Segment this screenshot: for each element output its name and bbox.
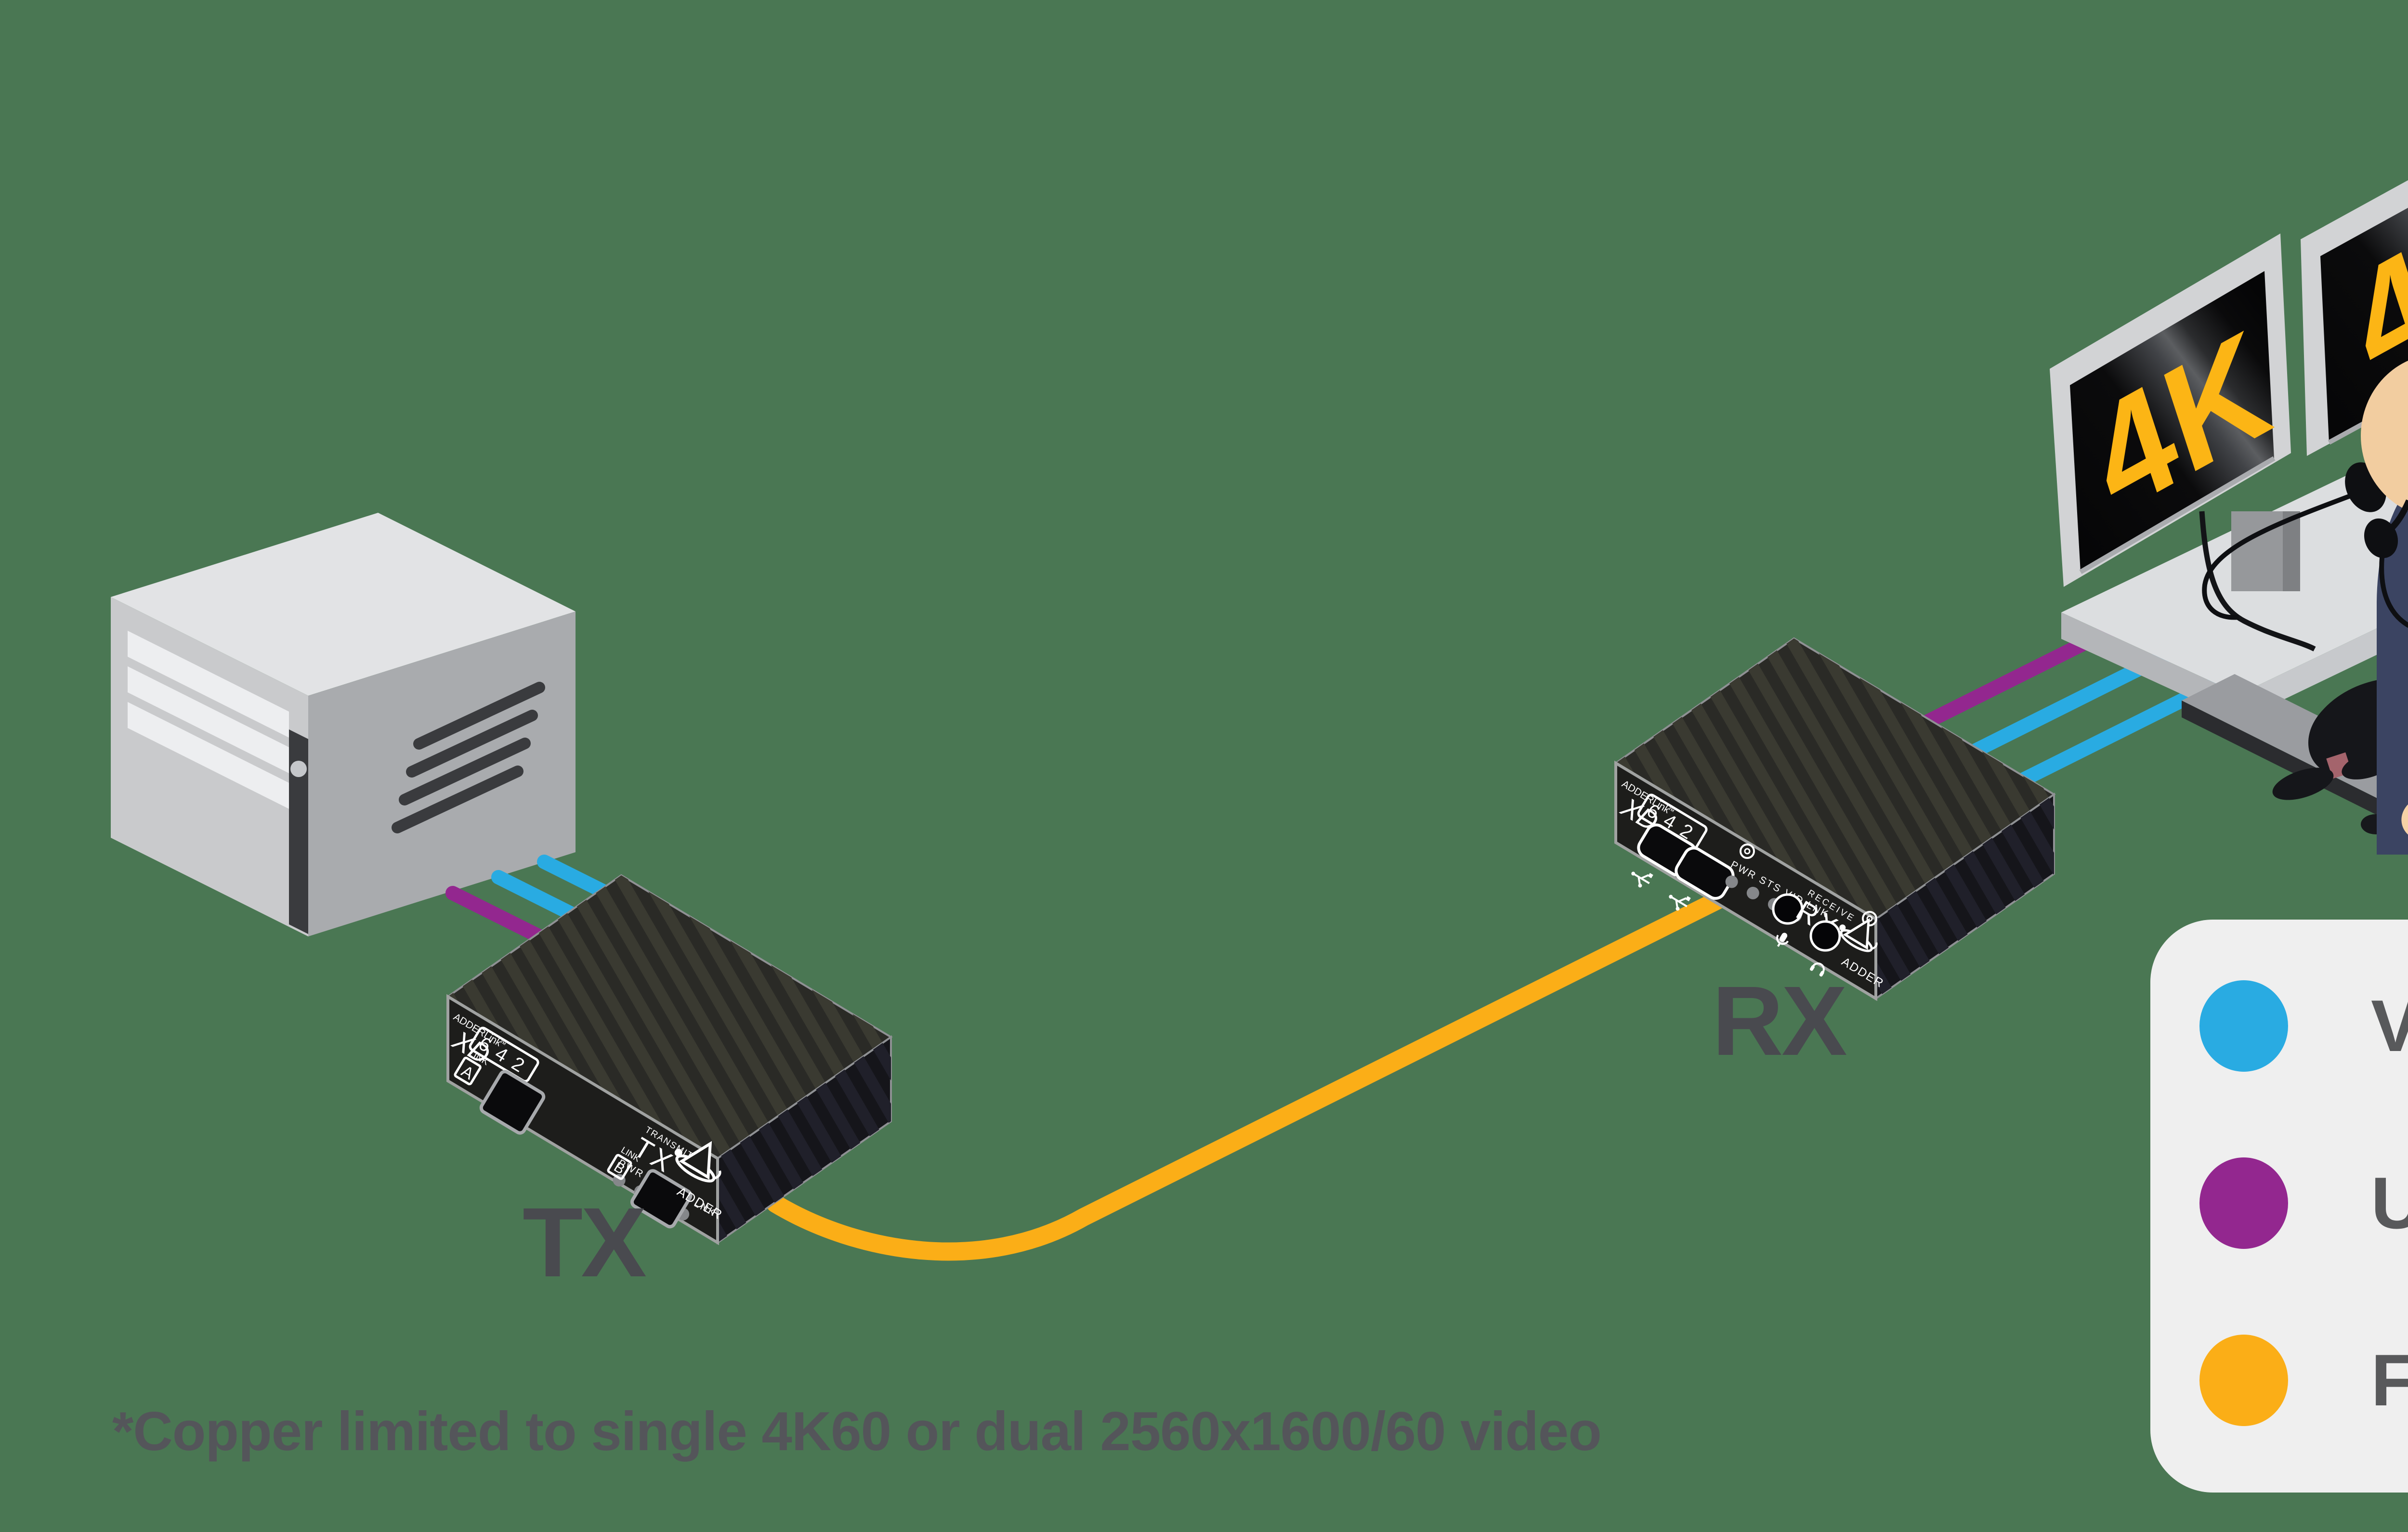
operator — [2272, 361, 2408, 855]
mic-icon — [1776, 933, 1789, 947]
tx-top-ribs — [448, 875, 891, 1158]
legend-label-video: Video — [2371, 985, 2408, 1067]
legend-panel: Video USB Fiber / Copper* — [2150, 920, 2408, 1493]
tower-top-face — [111, 513, 576, 696]
led-indicator — [1725, 875, 1738, 888]
tx-label: TX — [523, 1187, 647, 1298]
adder-logo — [1839, 918, 1878, 952]
tx-port-b — [630, 1169, 693, 1229]
usb-icon — [1631, 871, 1653, 888]
source-computer — [111, 513, 576, 936]
legend-row-fiber: Fiber / Copper* — [2199, 1335, 2408, 1426]
rx-side-ribs — [1876, 794, 2054, 999]
fiber-dot — [2199, 1335, 2288, 1426]
legend-label-fiber: Fiber / Copper* — [2371, 1339, 2408, 1421]
legend-row-usb: USB — [2199, 1157, 2408, 1249]
operator-head — [2361, 361, 2408, 511]
operator-shoe — [2272, 767, 2334, 800]
desk-front-edge — [2061, 612, 2239, 721]
drive-bay — [128, 666, 289, 773]
rx-usb-port-2 — [1669, 846, 1735, 911]
monitor-screen — [2070, 271, 2274, 572]
rx-mic-jack — [1772, 893, 1804, 947]
drive-bay — [128, 631, 289, 738]
tx-link-b: LINK B — [607, 1145, 642, 1180]
usb-icon — [1669, 895, 1691, 911]
rx-top-ribs — [1616, 638, 2054, 919]
screw-icon — [1740, 844, 1755, 859]
tower-front-stripe — [289, 729, 308, 934]
led-indicator — [1746, 886, 1759, 899]
vent-grille-icon — [392, 682, 545, 833]
tower-side-face — [308, 611, 576, 936]
keyboard-front — [2182, 701, 2408, 831]
adder-logo — [674, 1141, 721, 1182]
tx-side-ribs — [718, 1037, 891, 1243]
video-dot — [2199, 980, 2288, 1072]
tx-port-a — [479, 1070, 546, 1135]
footnote: *Copper limited to single 4K60 or dual 2… — [112, 1401, 1602, 1462]
desk-right-edge — [2239, 613, 2408, 721]
rx-extender: ADDERLink ™ XD 642 PWR S — [1614, 637, 2056, 1001]
usb-dot — [2199, 1157, 2288, 1249]
power-button — [290, 761, 307, 777]
screen-bottom-shadow — [2079, 456, 2276, 574]
rx-headphone-jack — [1809, 920, 1841, 977]
mouse-cable — [2202, 493, 2351, 620]
legend-label-usb: USB — [2371, 1162, 2408, 1244]
rx-label: RX — [1712, 966, 1847, 1076]
headset-cable — [2379, 557, 2408, 628]
headphone-icon — [1810, 962, 1825, 977]
drive-bay — [128, 702, 289, 809]
headset-mic — [2364, 518, 2398, 558]
legend-row-video: Video — [2199, 980, 2408, 1072]
tx-extender: ADDERLink ™ XD 642 LINK A PWR STS VID LN… — [446, 874, 893, 1246]
fiber-copper-cable — [766, 878, 1753, 1261]
monitor-left: 4K — [2050, 234, 2309, 587]
monitor-stand — [2231, 511, 2300, 591]
monitor-cable — [2199, 511, 2316, 651]
